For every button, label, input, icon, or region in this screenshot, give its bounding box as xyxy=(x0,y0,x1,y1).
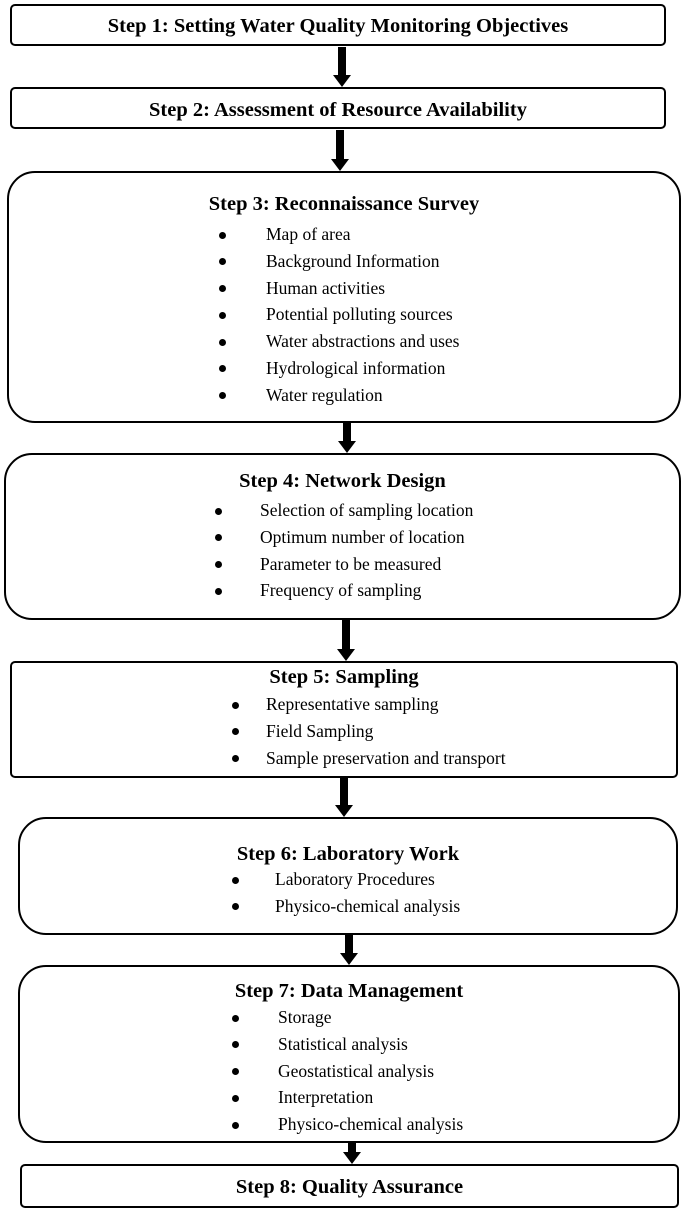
bullet-icon xyxy=(215,561,222,569)
list-item-text: Hydrological information xyxy=(266,357,446,378)
bullet-icon xyxy=(232,1014,239,1022)
list-item-text: Frequency of sampling xyxy=(260,580,422,601)
bullet-icon xyxy=(219,258,226,266)
list-item-text: Field Sampling xyxy=(266,720,374,741)
step-8-title: Step 8: Quality Assurance xyxy=(235,1176,464,1198)
step-1-box: Step 1: Setting Water Quality Monitoring… xyxy=(10,4,666,46)
list-item-text: Water abstractions and uses xyxy=(266,331,460,352)
arrow-4-to-5 xyxy=(337,620,355,661)
bullet-icon xyxy=(219,231,226,239)
arrow-head xyxy=(343,1152,361,1164)
step-8-box: Step 8: Quality Assurance xyxy=(20,1164,679,1208)
step-6-title: Step 6: Laboratory Work xyxy=(236,843,460,865)
arrow-shaft xyxy=(342,620,350,650)
list-item-text: Statistical analysis xyxy=(278,1033,408,1054)
arrow-head xyxy=(340,953,358,965)
list-item-text: Interpretation xyxy=(278,1087,374,1108)
list-item-text: Optimum number of location xyxy=(260,526,465,547)
bullet-icon xyxy=(219,365,226,373)
step-4-box: Step 4: Network Design Selection of samp… xyxy=(4,453,681,620)
list-item-text: Representative sampling xyxy=(266,694,439,714)
bullet-icon xyxy=(232,1041,239,1049)
arrow-7-to-8 xyxy=(343,1143,361,1164)
bullet-icon xyxy=(232,701,239,709)
list-item-text: Physico-chemical analysis xyxy=(278,1114,464,1135)
bullet-icon xyxy=(219,285,226,293)
bullet-icon xyxy=(219,311,226,319)
step-2-box: Step 2: Assessment of Resource Availabil… xyxy=(10,87,666,129)
bullet-icon xyxy=(215,587,222,595)
bullet-icon xyxy=(232,903,239,911)
step-6-box: Step 6: Laboratory Work Laboratory Proce… xyxy=(18,817,678,935)
bullet-icon xyxy=(232,1094,239,1102)
arrow-6-to-7 xyxy=(340,935,358,965)
list-item-text: Parameter to be measured xyxy=(260,553,442,574)
step-7-box: Step 7: Data Management Storage Statisti… xyxy=(18,965,680,1143)
step-7-title: Step 7: Data Management xyxy=(234,980,464,1002)
step-5-title: Step 5: Sampling xyxy=(269,666,419,688)
list-item-text: Human activities xyxy=(266,277,386,298)
arrow-1-to-2 xyxy=(333,47,351,87)
arrow-shaft xyxy=(345,935,353,954)
bullet-icon xyxy=(219,392,226,400)
bullet-icon xyxy=(219,338,226,346)
list-item-text: Map of area xyxy=(266,224,351,244)
list-item-text: Physico-chemical analysis xyxy=(275,895,461,916)
list-item-text: Background Information xyxy=(266,250,440,271)
arrow-shaft xyxy=(338,47,346,76)
step-5-box: Step 5: Sampling Representative sampling… xyxy=(10,661,678,778)
arrow-head xyxy=(335,805,353,817)
bullet-icon xyxy=(215,534,222,542)
step-4-title: Step 4: Network Design xyxy=(239,470,446,492)
list-item-text: Storage xyxy=(278,1007,332,1027)
arrow-head xyxy=(338,441,356,453)
arrow-head xyxy=(333,75,351,87)
arrow-head xyxy=(331,159,349,171)
bullet-icon xyxy=(232,876,239,884)
arrow-shaft xyxy=(343,423,351,442)
step-3-box: Step 3: Reconnaissance Survey Map of are… xyxy=(7,171,681,423)
list-item-text: Sample preservation and transport xyxy=(266,747,506,768)
step-1-title: Step 1: Setting Water Quality Monitoring… xyxy=(107,15,569,37)
step-2-title: Step 2: Assessment of Resource Availabil… xyxy=(149,99,527,121)
bullet-icon xyxy=(215,507,222,515)
list-item-text: Selection of sampling location xyxy=(260,500,474,520)
arrow-shaft xyxy=(348,1143,356,1153)
bullet-icon xyxy=(232,755,239,763)
arrow-3-to-4 xyxy=(338,423,356,453)
arrow-head xyxy=(337,649,355,661)
list-item-text: Potential polluting sources xyxy=(266,304,453,325)
bullet-icon xyxy=(232,1068,239,1076)
arrow-shaft xyxy=(340,778,348,806)
list-item-text: Geostatistical analysis xyxy=(278,1060,435,1081)
step-3-title: Step 3: Reconnaissance Survey xyxy=(208,193,480,215)
arrow-5-to-6 xyxy=(335,778,353,817)
list-item-text: Laboratory Procedures xyxy=(275,869,435,889)
arrow-2-to-3 xyxy=(331,130,349,171)
list-item-text: Water regulation xyxy=(266,384,383,405)
arrow-shaft xyxy=(336,130,344,160)
bullet-icon xyxy=(232,1121,239,1129)
bullet-icon xyxy=(232,728,239,736)
